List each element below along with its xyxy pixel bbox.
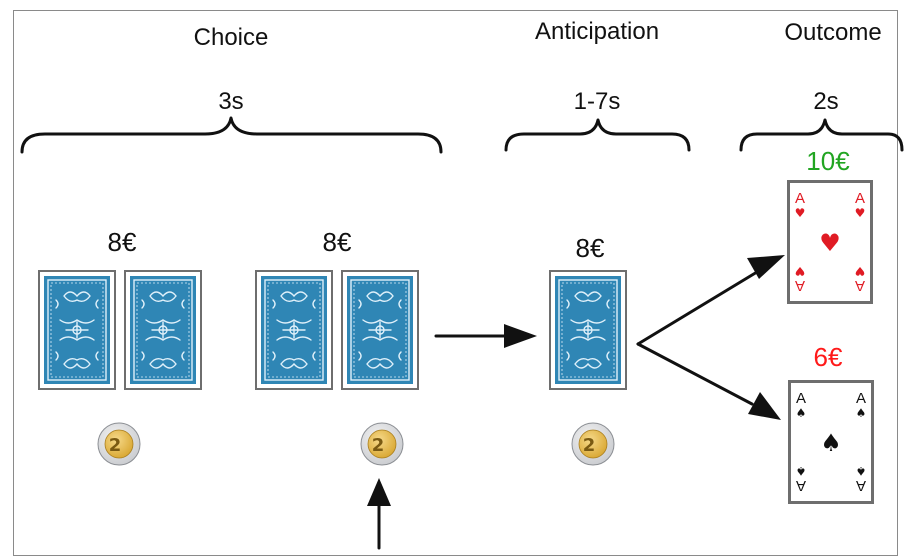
svg-text:♥: ♥ [855, 206, 866, 220]
svg-text:♠: ♠ [796, 406, 807, 420]
svg-text:A: A [795, 190, 805, 207]
card-back [255, 270, 333, 390]
brace-choice [20, 116, 443, 154]
svg-text:♥: ♥ [855, 264, 866, 278]
coin-icon: 2 [570, 421, 616, 467]
stake-left-pair: 8€ [107, 227, 137, 257]
duration-choice: 3s [218, 88, 244, 115]
duration-outcome: 2s [813, 88, 839, 115]
coin-icon: 2 [359, 421, 405, 467]
svg-text:A: A [796, 390, 806, 407]
svg-text:A: A [855, 190, 865, 207]
arrowhead [367, 478, 391, 506]
svg-text:♥: ♥ [795, 206, 806, 220]
svg-text:2: 2 [372, 435, 385, 456]
svg-text:♠: ♠ [856, 406, 867, 420]
arrowhead [747, 255, 785, 279]
arrow-to-win [636, 270, 759, 346]
stake-anticipation: 8€ [575, 233, 605, 263]
svg-text:♠: ♠ [820, 429, 842, 457]
brace-anticipation [504, 118, 691, 152]
svg-text:♠: ♠ [856, 464, 867, 478]
win-amount: 10€ [806, 146, 850, 176]
brace-outcome [739, 118, 904, 152]
arrowhead [504, 324, 537, 348]
phase-label-anticipation: Anticipation [534, 18, 660, 45]
svg-text:A: A [796, 477, 806, 494]
svg-text:♥: ♥ [795, 264, 806, 278]
svg-text:♥: ♥ [819, 229, 841, 257]
phase-label-choice: Choice [193, 24, 269, 51]
stake-right-pair: 8€ [322, 227, 352, 257]
card-back [124, 270, 202, 390]
loss-amount: 6€ [813, 342, 843, 372]
card-back [341, 270, 419, 390]
svg-text:A: A [856, 390, 866, 407]
svg-text:A: A [856, 477, 866, 494]
svg-text:2: 2 [583, 435, 596, 456]
arrowhead [748, 392, 781, 420]
coin-icon: 2 [96, 421, 142, 467]
svg-text:2: 2 [109, 435, 122, 456]
card-back [38, 270, 116, 390]
svg-text:A: A [795, 277, 805, 294]
arrow-to-loss [636, 342, 754, 406]
duration-anticipation: 1-7s [573, 88, 621, 115]
ace-of-hearts-card: A ♥ A ♥ A ♥ A ♥ ♥ [787, 180, 873, 304]
ace-of-spades-card: A ♠ A ♠ A ♠ A ♠ ♠ [788, 380, 874, 504]
card-back [549, 270, 627, 390]
svg-text:♠: ♠ [796, 464, 807, 478]
diagram-frame [13, 10, 898, 556]
phase-label-outcome: Outcome [784, 19, 882, 46]
svg-text:A: A [855, 277, 865, 294]
